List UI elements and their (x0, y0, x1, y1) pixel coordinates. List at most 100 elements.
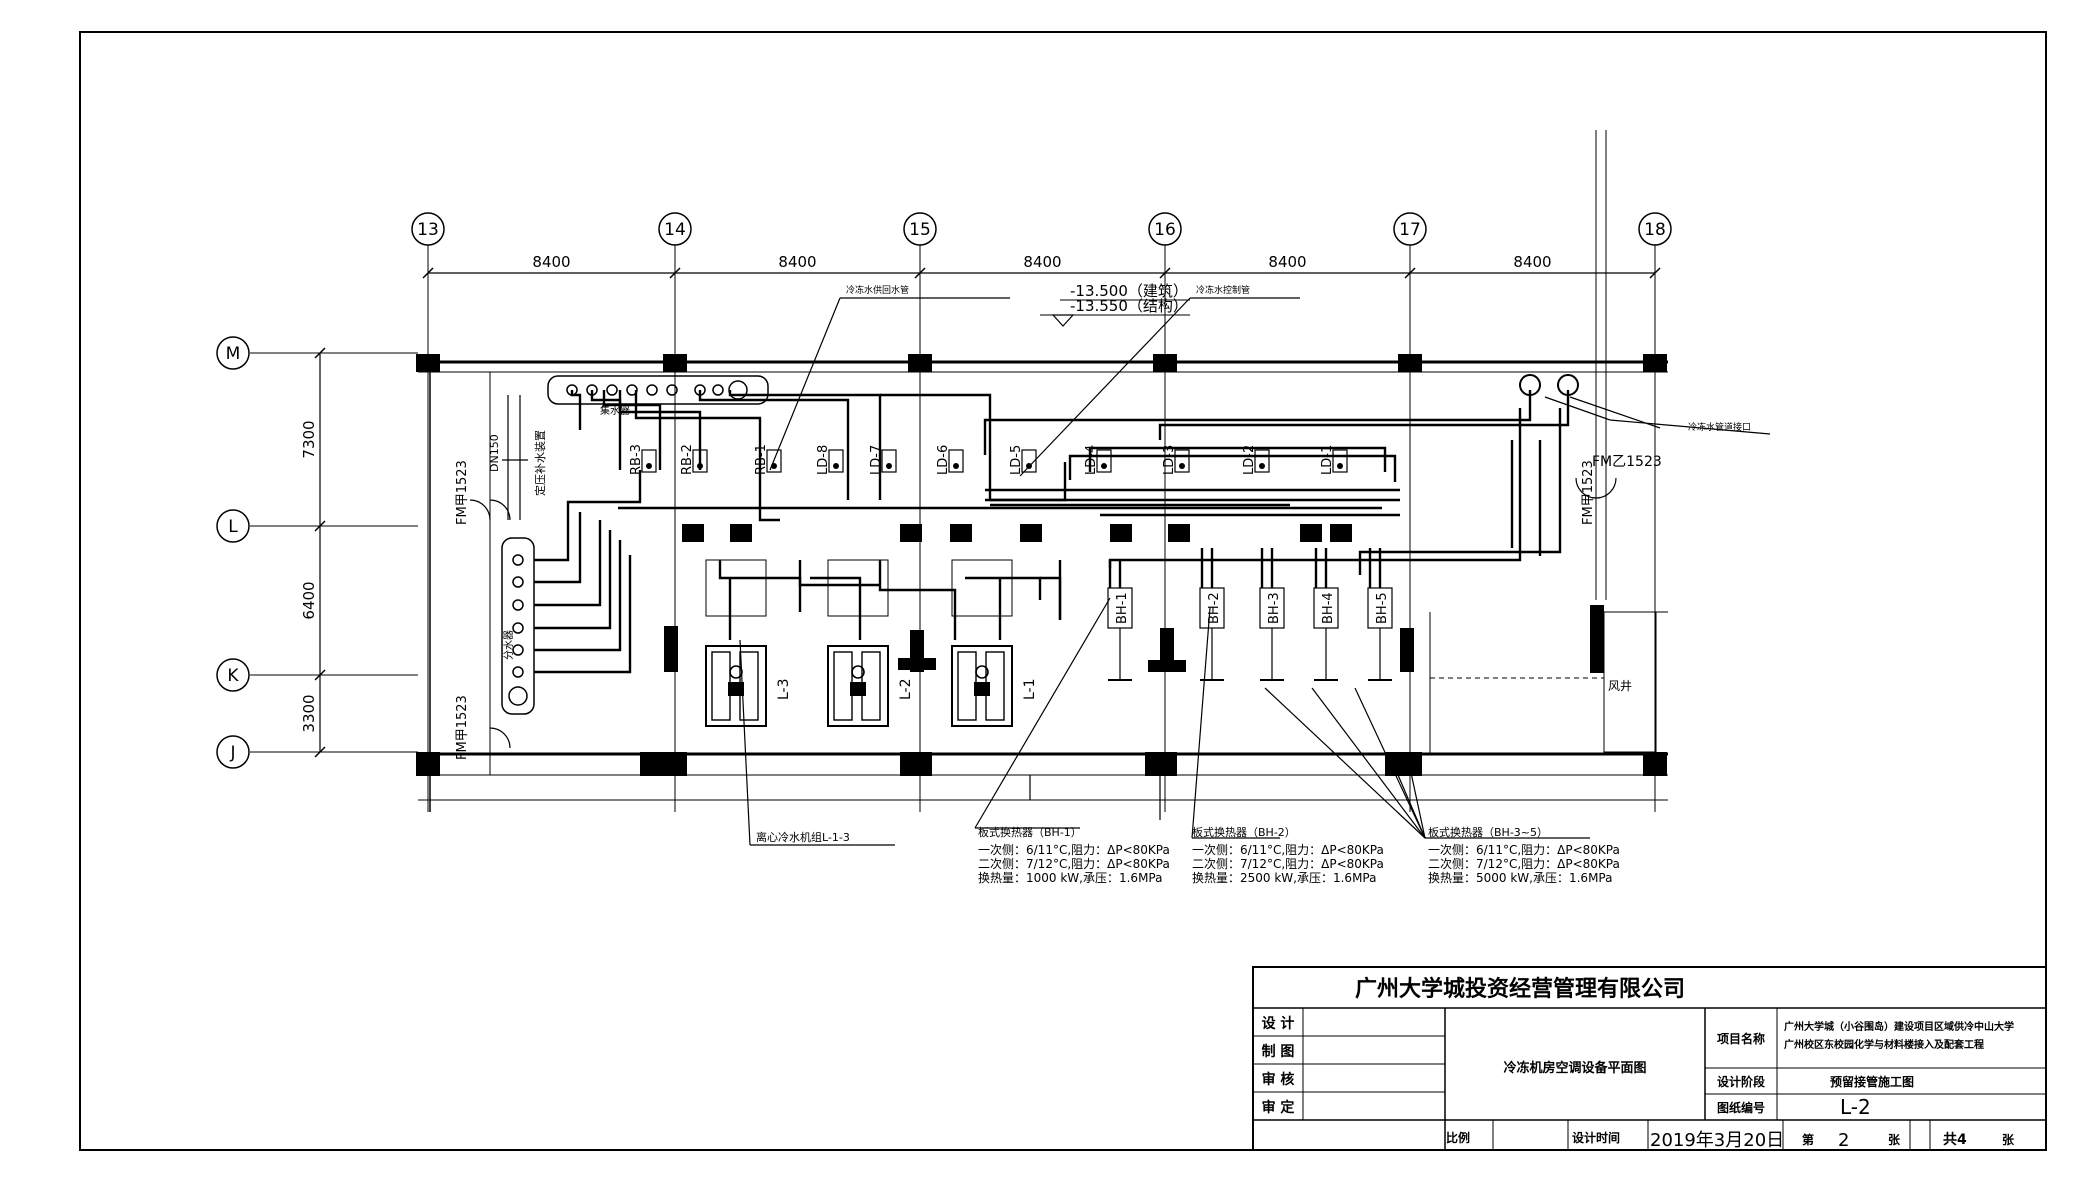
role-check: 审 核 (1262, 1071, 1295, 1088)
date-label: 设计时间 (1572, 1130, 1620, 1145)
column-axis-label: 15 (909, 220, 931, 240)
bh2-callout: 板式换热器（BH-2） 一次侧：6/11°C,阻力：ΔP<80KPa 二次侧：7… (1192, 825, 1384, 885)
collector-port (666, 384, 678, 396)
bh35-callout: 板式换热器（BH-3~5） 一次侧：6/11°C,阻力：ΔP<80KPa 二次侧… (1428, 825, 1620, 885)
distributor-port (512, 576, 524, 588)
vertical-equipment-label: 定压补水装置 (533, 430, 547, 496)
column-axis-label: 18 (1644, 220, 1666, 240)
column-dimension-label: 8400 (1268, 253, 1306, 271)
door-right-lower: FM甲1523 (1581, 460, 1596, 525)
collector-port (606, 384, 618, 396)
column-block (640, 752, 670, 776)
dimension-lines (319, 272, 1655, 752)
bh1-callout: 板式换热器（BH-1） 一次侧：6/11°C,阻力：ΔP<80KPa 二次侧：7… (978, 825, 1170, 885)
chiller-control-box (728, 682, 744, 696)
bh2-line2: 二次侧：7/12°C,阻力：ΔP<80KPa (1192, 857, 1384, 871)
row-axis-label: L (228, 517, 238, 537)
total-unit: 张 (2002, 1132, 2015, 1147)
column-axis-group: 13 14 15 16 17 18 (411, 212, 1672, 812)
role-draft: 制 图 (1262, 1043, 1295, 1060)
dimension-tick (314, 520, 326, 532)
pump-indicator (886, 463, 892, 469)
chiller-motor (975, 665, 989, 679)
pump-label: LD-4 (1084, 445, 1099, 475)
chiller-label: L-2 (898, 678, 914, 700)
pump-body (948, 449, 964, 473)
pipe-label-top: 冷冻水供回水管 (846, 284, 909, 296)
column-axis-label: 17 (1399, 220, 1421, 240)
pump-body (1096, 449, 1112, 473)
pump-body (1254, 449, 1270, 473)
pump-label: LD-1 (1320, 445, 1335, 475)
column-axis-bubble (1638, 212, 1672, 246)
pump-label: LD-3 (1162, 445, 1177, 475)
collector-port (712, 384, 724, 396)
pump-label: RB-2 (680, 444, 695, 475)
column-dimension-label: 8400 (1023, 253, 1061, 271)
distributor-header: 分水器 (501, 537, 535, 715)
column-axis-bubble (1148, 212, 1182, 246)
pump-label: LD-7 (869, 445, 884, 475)
heat-exchanger-label: BH-4 (1321, 592, 1336, 624)
pump-indicator (833, 463, 839, 469)
date-value: 2019年3月20日 (1650, 1130, 1784, 1151)
piping-network (534, 390, 1570, 674)
heat-exchanger-label: BH-1 (1115, 592, 1130, 624)
dimension-tick (314, 347, 326, 359)
distributor-port (512, 644, 524, 656)
bh1-title: 板式换热器（BH-1） (978, 825, 1082, 839)
doors (469, 477, 1617, 749)
collector-label: 集水器 (600, 404, 630, 417)
bh1-line1: 一次侧：6/11°C,阻力：ΔP<80KPa (978, 843, 1170, 857)
column-block (1145, 752, 1175, 776)
dimension-tick (1404, 267, 1416, 279)
project-line1: 广州大学城（小谷围岛）建设项目区域供冷中山大学 (1784, 1020, 2014, 1033)
column-axis-bubble (1393, 212, 1427, 246)
row-axis-bubble (216, 509, 250, 543)
pipe-label-ctrl: 冷冻水控制管 (1196, 284, 1250, 296)
bh1-line3: 换热量：1000 kW,承压：1.6MPa (978, 871, 1162, 885)
column-block (908, 354, 932, 372)
pump-body (641, 449, 657, 473)
column-dimension-label: 8400 (532, 253, 570, 271)
project-line2: 广州校区东校园化学与材料楼接入及配套工程 (1784, 1038, 1984, 1051)
heat-exchanger-label: BH-5 (1375, 592, 1390, 624)
chiller-callout: 离心冷水机组L-1-3 (756, 830, 850, 844)
sheet-unit: 张 (1888, 1132, 1901, 1147)
chiller-body (951, 645, 1013, 727)
bh2-title: 板式换热器（BH-2） (1192, 825, 1296, 839)
leader-lines-bottom (739, 597, 1590, 846)
dimension-tick (1649, 267, 1661, 279)
pipe-supports (664, 524, 1604, 673)
column-block (1153, 354, 1177, 372)
role-approve: 审 定 (1262, 1099, 1295, 1116)
heat-exchanger-label: BH-3 (1267, 592, 1282, 624)
column-axis-label: 14 (664, 220, 686, 240)
pump-indicator (1179, 463, 1185, 469)
row-dimension-label: 7300 (300, 420, 318, 458)
collector-port (728, 380, 748, 400)
chiller-compressor (957, 651, 977, 721)
dimension-tick (314, 746, 326, 758)
column-block (1643, 354, 1667, 372)
pump-indicator (1101, 463, 1107, 469)
pump-label: LD-8 (816, 445, 831, 475)
chiller-label: L-1 (1022, 678, 1038, 700)
column-dimension-label: 8400 (778, 253, 816, 271)
column-block (416, 354, 440, 372)
number-value: L-2 (1840, 1095, 1871, 1119)
column-axis-label: 16 (1154, 220, 1176, 240)
drawing-name: 冷冻机房空调设备平面图 (1503, 1060, 1646, 1076)
pump-indicator (646, 463, 652, 469)
row-axis-bubble (216, 336, 250, 370)
pump-indicator (1259, 463, 1265, 469)
column-block (1398, 354, 1422, 372)
column-axis-label: 13 (417, 220, 439, 240)
pipe-risers (1519, 374, 1579, 396)
bh35-line3: 换热量：5000 kW,承压：1.6MPa (1428, 871, 1612, 885)
shaft-label: 风井 (1608, 679, 1632, 693)
door-left-upper: FM甲1523 (455, 460, 470, 525)
chiller-compressor (711, 651, 731, 721)
